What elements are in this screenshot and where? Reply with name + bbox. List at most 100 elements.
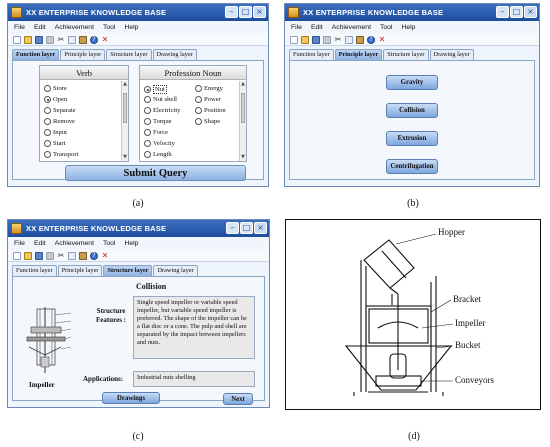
close-button[interactable]: × xyxy=(524,6,537,18)
noun-option-energy[interactable]: Energy xyxy=(195,85,223,92)
maximize-button[interactable]: □ xyxy=(240,222,253,234)
verb-option-transport[interactable]: Transport xyxy=(44,151,78,158)
scroll-up-icon[interactable]: ▲ xyxy=(123,81,127,87)
open-icon[interactable] xyxy=(24,251,32,260)
new-icon[interactable] xyxy=(13,251,21,260)
tab-structure-layer[interactable]: Structure layer xyxy=(103,265,153,276)
save-icon[interactable] xyxy=(35,251,43,260)
collision-button[interactable]: Collision xyxy=(386,103,438,118)
noun-option-position[interactable]: Position xyxy=(195,107,226,114)
noun-option-electricity[interactable]: Electricity xyxy=(144,107,180,114)
verb-option-input[interactable]: Input xyxy=(44,129,67,136)
menu-file[interactable]: File xyxy=(14,24,25,31)
menu-achievement[interactable]: Achievement xyxy=(54,24,94,31)
centrifugation-button[interactable]: Centrifugation xyxy=(386,159,438,174)
tab-principle-layer[interactable]: Principle layer xyxy=(57,265,103,276)
help-icon[interactable]: ? xyxy=(90,35,98,44)
noun-option-nut[interactable]: Nut xyxy=(144,85,167,94)
menu-file[interactable]: File xyxy=(291,24,302,31)
gravity-button[interactable]: Gravity xyxy=(386,75,438,90)
help-icon[interactable]: ? xyxy=(90,251,98,260)
tab-drawing-layer[interactable]: Drawing layer xyxy=(429,49,474,60)
menu-help[interactable]: Help xyxy=(124,240,139,247)
menu-achievement[interactable]: Achievement xyxy=(331,24,371,31)
minimize-button[interactable]: – xyxy=(226,222,239,234)
verb-option-start[interactable]: Start xyxy=(44,140,65,147)
verb-option-store[interactable]: Store xyxy=(44,85,67,92)
paste-icon[interactable] xyxy=(79,251,87,260)
caption-c: (c) xyxy=(132,431,144,442)
delete-icon[interactable]: ✕ xyxy=(378,34,386,44)
menu-tool[interactable]: Tool xyxy=(379,24,393,31)
close-button[interactable]: × xyxy=(253,6,266,18)
verb-list[interactable]: Verb Store Open Separate Remove Input St… xyxy=(39,65,129,162)
copy-icon[interactable] xyxy=(68,251,76,260)
help-icon[interactable]: ? xyxy=(367,35,375,44)
menu-help[interactable]: Help xyxy=(401,24,416,31)
tab-structure-layer[interactable]: Structure layer xyxy=(106,49,152,60)
verb-option-separate[interactable]: Separate xyxy=(44,107,76,114)
delete-icon[interactable]: ✕ xyxy=(101,250,109,260)
tab-drawing-layer[interactable]: Drawing layer xyxy=(152,49,197,60)
menu-help[interactable]: Help xyxy=(124,24,139,31)
noun-option-torque[interactable]: Torque xyxy=(144,118,172,125)
scroll-thumb[interactable] xyxy=(241,93,245,123)
noun-option-length[interactable]: Length xyxy=(144,151,172,158)
noun-scrollbar[interactable]: ▲ ▼ xyxy=(239,81,246,161)
new-icon[interactable] xyxy=(13,35,21,44)
radio-icon xyxy=(144,107,151,114)
profession-noun-list[interactable]: Profession Noun Nut Nut shell Electricit… xyxy=(139,65,247,162)
tab-principle-layer[interactable]: Principle layer xyxy=(60,49,106,60)
noun-option-shape[interactable]: Shape xyxy=(195,118,220,125)
scroll-thumb[interactable] xyxy=(123,93,127,123)
maximize-button[interactable]: □ xyxy=(510,6,523,18)
open-icon[interactable] xyxy=(301,35,309,44)
print-icon[interactable] xyxy=(46,251,54,260)
verb-option-open[interactable]: Open xyxy=(44,96,67,103)
menu-tool[interactable]: Tool xyxy=(102,240,116,247)
scroll-down-icon[interactable]: ▼ xyxy=(123,154,127,160)
noun-option-nut-shell[interactable]: Nut shell xyxy=(144,96,177,103)
paste-icon[interactable] xyxy=(79,35,87,44)
print-icon[interactable] xyxy=(46,35,54,44)
noun-option-velocity[interactable]: Velocity xyxy=(144,140,175,147)
delete-icon[interactable]: ✕ xyxy=(101,34,109,44)
submit-query-button[interactable]: Submit Query xyxy=(65,165,246,181)
noun-option-power[interactable]: Power xyxy=(195,96,221,103)
copy-icon[interactable] xyxy=(345,35,353,44)
tab-function-layer[interactable]: Function layer xyxy=(12,49,60,60)
menu-edit[interactable]: Edit xyxy=(310,24,323,31)
maximize-button[interactable]: □ xyxy=(239,6,252,18)
print-icon[interactable] xyxy=(323,35,331,44)
menu-edit[interactable]: Edit xyxy=(33,240,46,247)
noun-option-force[interactable]: Force xyxy=(144,129,168,136)
drawings-button[interactable]: Drawings xyxy=(102,392,160,404)
next-button[interactable]: Next xyxy=(223,393,253,405)
menu-file[interactable]: File xyxy=(14,240,25,247)
extrusion-button[interactable]: Extrusion xyxy=(386,131,438,146)
copy-icon[interactable] xyxy=(68,35,76,44)
close-button[interactable]: × xyxy=(254,222,267,234)
cut-icon[interactable]: ✂ xyxy=(57,250,65,260)
scroll-up-icon[interactable]: ▲ xyxy=(241,81,245,87)
tab-function-layer[interactable]: Function layer xyxy=(12,265,57,276)
menu-tool[interactable]: Tool xyxy=(102,24,116,31)
minimize-button[interactable]: – xyxy=(225,6,238,18)
save-icon[interactable] xyxy=(312,35,320,44)
new-icon[interactable] xyxy=(290,35,298,44)
verb-scrollbar[interactable]: ▲ ▼ xyxy=(121,81,128,161)
scroll-down-icon[interactable]: ▼ xyxy=(241,154,245,160)
cut-icon[interactable]: ✂ xyxy=(334,34,342,44)
tab-drawing-layer[interactable]: Drawing layer xyxy=(153,265,198,276)
tab-structure-layer[interactable]: Structure layer xyxy=(383,49,429,60)
menu-achievement[interactable]: Achievement xyxy=(54,240,94,247)
tab-function-layer[interactable]: Function layer xyxy=(289,49,334,60)
paste-icon[interactable] xyxy=(356,35,364,44)
open-icon[interactable] xyxy=(24,35,32,44)
save-icon[interactable] xyxy=(35,35,43,44)
cut-icon[interactable]: ✂ xyxy=(57,34,65,44)
verb-option-remove[interactable]: Remove xyxy=(44,118,75,125)
menu-edit[interactable]: Edit xyxy=(33,24,46,31)
minimize-button[interactable]: – xyxy=(496,6,509,18)
tab-principle-layer[interactable]: Principle layer xyxy=(334,49,383,60)
